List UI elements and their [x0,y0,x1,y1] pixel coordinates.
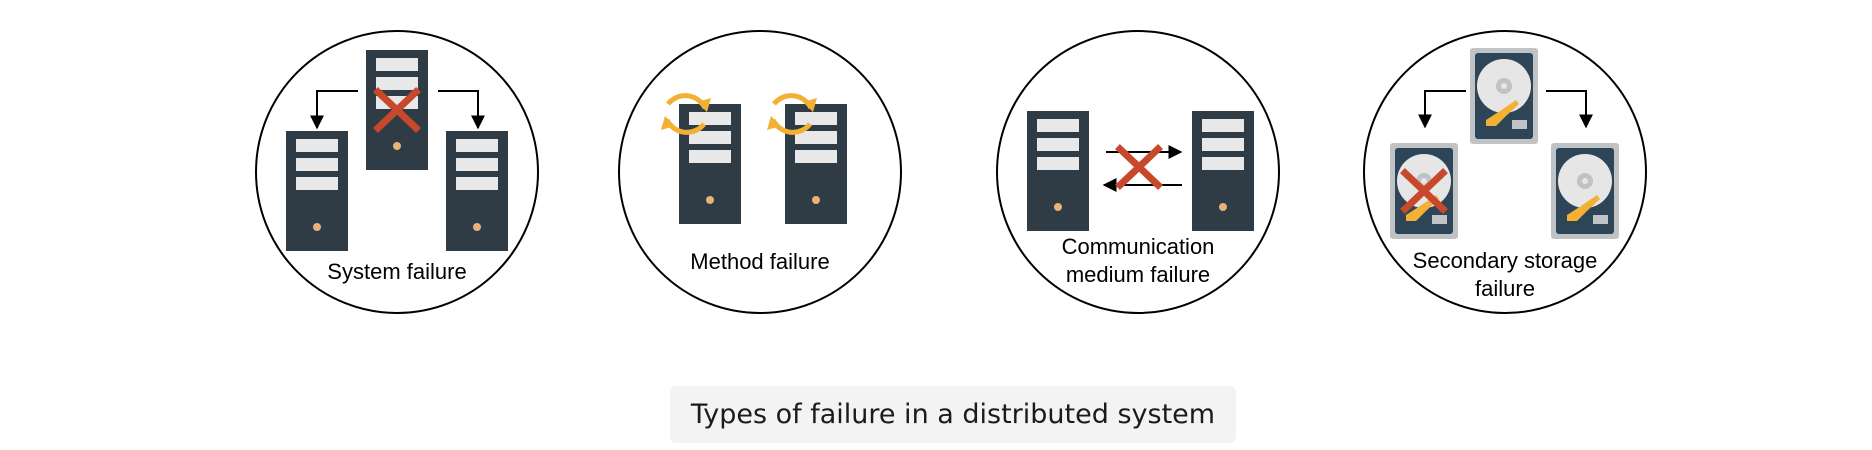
panel-circle [618,30,902,314]
server-icon [1027,111,1089,231]
panel-method-failure [618,30,902,314]
server-icon [446,131,508,251]
label-line: Communication [1061,234,1215,259]
server-icon [679,104,741,224]
communication-failure-label: Communication medium failure [1028,233,1248,289]
server-icon [286,131,348,251]
arrow-icon [438,90,485,130]
arrow-icon [1546,90,1593,129]
label-line: medium failure [1065,262,1211,287]
hard-disk-icon [1551,143,1619,239]
system-failure-label: System failure [327,259,467,284]
panel-circle [1363,30,1647,314]
caption-box: Types of failure in a distributed system [670,386,1236,443]
arrow-icon [1418,90,1466,129]
panel-communication-failure [996,30,1280,314]
panel-storage-failure [1363,30,1647,314]
diagram-caption: Types of failure in a distributed system [690,399,1216,430]
server-icon [1192,111,1254,231]
hard-disk-icon [1470,48,1538,144]
label-line: failure [1475,276,1535,301]
label-line: Secondary storage [1412,248,1598,273]
storage-failure-label: Secondary storage failure [1395,247,1615,303]
method-failure-label: Method failure [690,249,830,274]
server-icon [785,104,847,224]
panel-system-failure [255,30,539,314]
arrow-icon [310,90,358,130]
